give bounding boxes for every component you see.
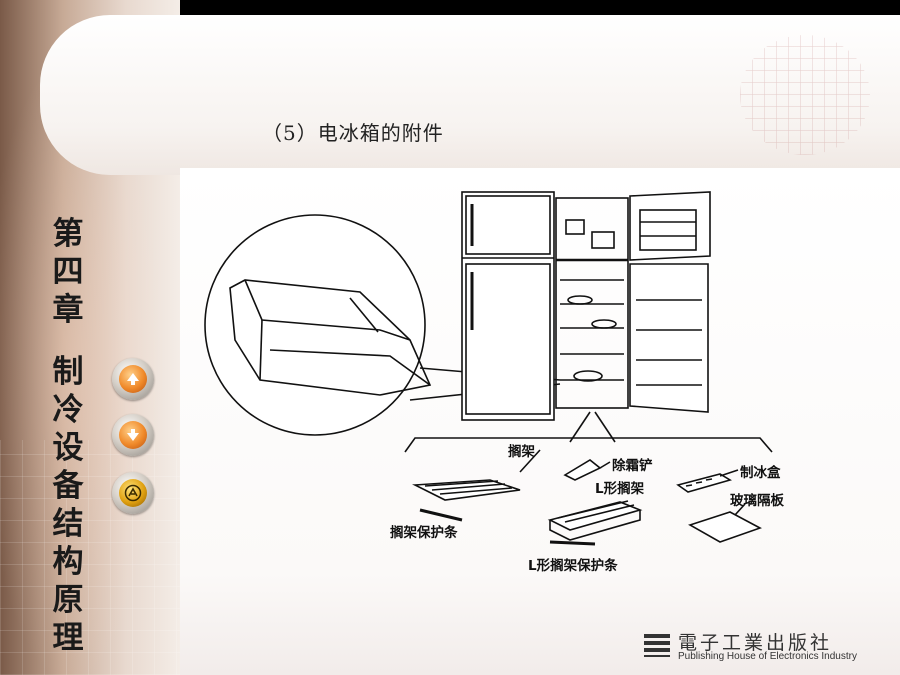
- fridge-body: [461, 191, 555, 421]
- chapter-char: 构: [52, 544, 84, 580]
- chapter-spacer: [48, 329, 88, 353]
- publisher-logo-icon: [644, 634, 670, 657]
- ice-tray: [676, 473, 732, 493]
- slide-title: （5）电冰箱的附件: [262, 121, 444, 145]
- chapter-char: 备: [52, 468, 84, 504]
- return-button[interactable]: [112, 472, 154, 514]
- glass-plate: [688, 511, 762, 543]
- top-panel: [40, 15, 900, 175]
- publisher-name-en: Publishing House of Electronics Industry: [678, 651, 857, 662]
- label-shelf: 搁架: [508, 443, 536, 460]
- label-shelf-guard: 搁架保护条: [390, 524, 458, 541]
- chapter-char: 原: [52, 582, 84, 618]
- chapter-char: 理: [52, 620, 84, 656]
- label-l-shelf-guard: L形搁架保护条: [528, 557, 618, 574]
- label-ice-tray: 制冰盒: [740, 464, 781, 481]
- label-glass-shelf: 玻璃隔板: [730, 492, 784, 509]
- arrow-down-icon: [127, 429, 139, 441]
- chapter-char: 第: [52, 216, 84, 252]
- publisher-name-cn: 電子工業出版社: [678, 632, 833, 654]
- chapter-char: 结: [52, 506, 84, 542]
- chapter-char: 章: [52, 292, 84, 328]
- frost-shovel: [563, 459, 602, 481]
- refrigerator-accessories-diagram: 搁架 除霜铲 制冰盒 L形搁架 玻璃隔板 搁架保护条 L形搁架保护条: [204, 191, 784, 574]
- chapter-char: 冷: [52, 392, 84, 428]
- home-icon: [124, 484, 142, 502]
- globe-decor: [740, 35, 870, 155]
- arrow-up-icon: [127, 373, 139, 385]
- chapter-char: 设: [52, 430, 84, 466]
- fridge-interior: [555, 197, 629, 409]
- chapter-char: 制: [52, 354, 84, 390]
- label-frost-shovel: 除霜铲: [612, 457, 653, 474]
- next-button[interactable]: [112, 414, 154, 456]
- chapter-char: 四: [52, 254, 84, 290]
- label-l-shelf: L形搁架: [595, 480, 645, 497]
- previous-button[interactable]: [112, 358, 154, 400]
- chapter-title: 第 四 章 制 冷 设 备 结 构 原 理: [48, 215, 88, 657]
